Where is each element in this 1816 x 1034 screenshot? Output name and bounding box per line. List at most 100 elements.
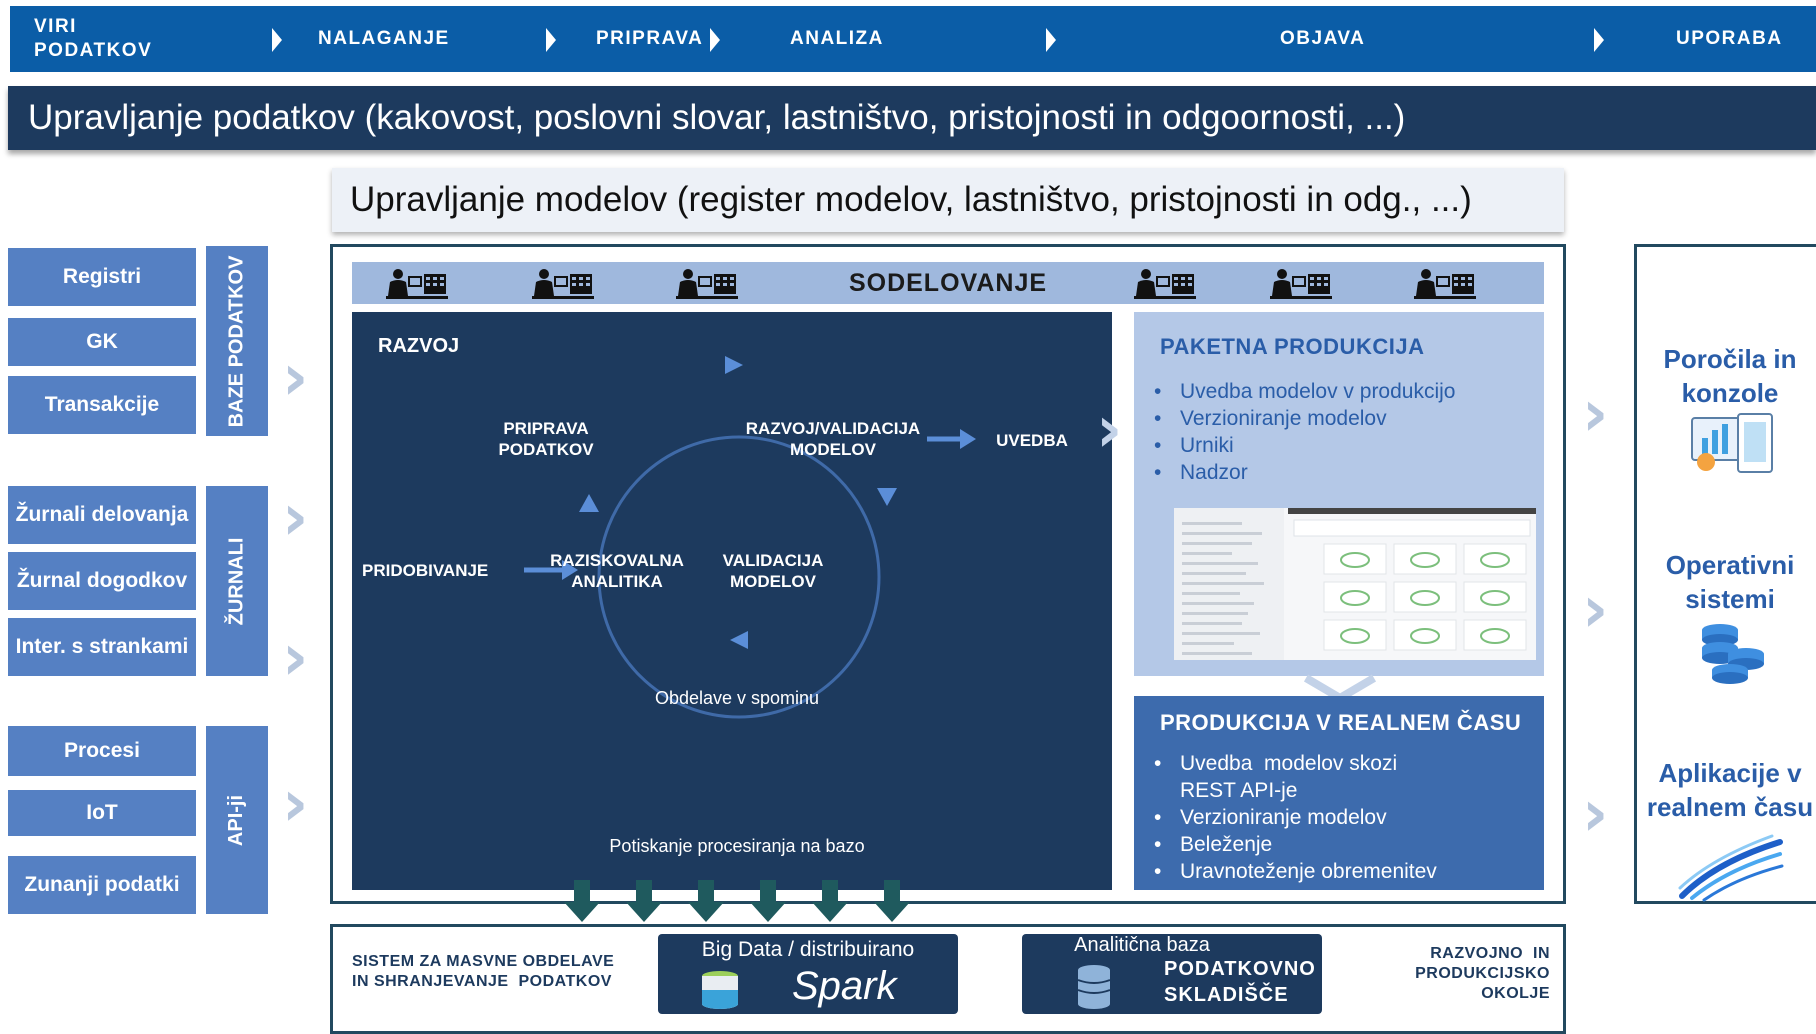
database-icon [1702, 624, 1764, 684]
batch-production-panel: PAKETNA PRODUKCIJA Uvedba modelov v prod… [1134, 312, 1544, 676]
workstation-icon [1134, 269, 1196, 299]
database-icon [1077, 965, 1111, 1009]
dashboard-icon [1691, 413, 1773, 473]
list-item: Verzioniranje modelov [1154, 804, 1437, 831]
step-model-development: RAZVOJ/VALIDACIJA MODELOV [745, 419, 921, 459]
source-external-data: Zunanji podatki [8, 856, 196, 914]
in-memory-processing-note: Obdelave v spominu [654, 688, 820, 708]
environment-label: RAZVOJNO IN PRODUKCIJSKO OKOLJE [1415, 945, 1550, 1002]
development-panel: RAZVOJ PRIPRAVA PODATKOV RAZVOJ/VALIDACI… [352, 312, 1112, 890]
group-label-apis: API-ji [206, 726, 268, 914]
list-item: Uvedba modelov skozi REST API-je [1154, 750, 1437, 804]
arrow-icon [877, 488, 897, 506]
step-model-validation: VALIDACIJA MODELOV [722, 551, 824, 591]
output-reports: Poročila in konzole [1663, 344, 1797, 408]
arrow-down-icon [564, 880, 600, 922]
arrow-icon [562, 560, 578, 580]
list-item: Verzioniranje modelov [1154, 405, 1455, 432]
development-title: RAZVOJ [378, 335, 460, 357]
flow-chevron-icon: › [282, 341, 309, 415]
stage-publication: OBJAVA [1280, 28, 1366, 49]
stage-sources: VIRI PODATKOV [34, 16, 153, 61]
development-cycle-diagram [524, 356, 976, 719]
data-governance-banner: Upravljanje podatkov (kakovost, poslovni… [8, 86, 1816, 150]
step-deployment: UVEDBA [996, 431, 1068, 450]
batch-production-title: PAKETNA PRODUKCIJA [1160, 334, 1425, 359]
stage-usage: UPORABA [1676, 28, 1783, 49]
flow-chevron-icon: › [282, 767, 309, 841]
output-operational-systems: Operativni sistemi [1665, 550, 1795, 614]
workstation-icon [1270, 269, 1332, 299]
model-governance-banner: Upravljanje modelov (register modelov, l… [332, 168, 1564, 232]
warehouse-label: PODATKOVNO SKLADIŠČE [1164, 958, 1316, 1006]
realtime-production-list: Uvedba modelov skozi REST API-je Verzion… [1154, 750, 1437, 885]
source-operation-logs: Žurnali delovanja [8, 486, 196, 544]
deployment-chevron-icon: › [1096, 393, 1123, 467]
arrow-down-icon [812, 880, 848, 922]
source-customer-interactions: Inter. s strankami [8, 618, 196, 676]
flow-chevron-icon: › [282, 481, 309, 555]
analytics-platform-frame [330, 244, 1566, 904]
chevron-right-icon [546, 28, 556, 52]
big-data-box: Big Data / distribuirano Spark [658, 934, 958, 1014]
source-processes: Procesi [8, 726, 196, 776]
arrow-icon [960, 429, 976, 449]
list-item: Uvedba modelov v produkcijo [1154, 378, 1456, 405]
arrow-down-icon [688, 880, 724, 922]
source-event-log: Žurnal dogodkov [8, 552, 196, 610]
chevron-right-icon [710, 28, 720, 52]
big-data-label: Big Data / distribuirano [701, 938, 915, 961]
step-acquisition: PRIDOBIVANJE [362, 561, 489, 580]
spark-logo: Spark [792, 964, 897, 1008]
workstation-icon [676, 269, 738, 299]
workstation-icon [386, 269, 448, 299]
source-gk: GK [8, 318, 196, 366]
stage-loading: NALAGANJE [318, 28, 450, 49]
list-item: Nadzor [1154, 459, 1455, 486]
chevron-right-icon [272, 28, 282, 52]
arrow-icon [725, 356, 743, 374]
arrow-down-icon [874, 880, 910, 922]
collaboration-strip: SODELOVANJE [352, 262, 1544, 304]
chevron-right-icon [1594, 28, 1604, 52]
chevron-right-icon [1046, 28, 1056, 52]
storage-system-label: SISTEM ZA MASVNE OBDELAVE IN SHRANJEVANJ… [352, 953, 615, 990]
output-realtime-apps: Aplikacije v realnem času [1646, 758, 1814, 822]
database-icon [702, 971, 738, 1009]
source-transactions: Transakcije [8, 376, 196, 434]
list-item: Beleženje [1154, 831, 1437, 858]
workstation-icon [532, 269, 594, 299]
arrow-icon [579, 494, 599, 512]
group-label-databases: BAZE PODATKOV [206, 246, 268, 436]
arrow-down-icon [750, 880, 786, 922]
step-exploratory-analytics: RAZISKOVALNA ANALITIKA [550, 551, 684, 591]
stage-preparation: PRIPRAVA [596, 28, 704, 49]
arrow-down-icon [626, 880, 662, 922]
collaboration-icons [386, 269, 1476, 299]
step-data-preparation: PRIPRAVA PODATKOV [498, 419, 594, 459]
list-item: Uravnoteženje obremenitev [1154, 858, 1437, 885]
flow-chevron-icon: › [1582, 777, 1609, 851]
collaboration-label: SODELOVANJE [848, 268, 1048, 297]
realtime-production-title: PRODUKCIJA V REALNEM ČASU [1160, 710, 1522, 735]
analytic-db-label: Analitična baza [1074, 934, 1210, 956]
flow-chevron-icon: › [1582, 377, 1609, 451]
pipeline-bar: VIRI PODATKOV NALAGANJE PRIPRAVA ANALIZA… [10, 6, 1816, 72]
batch-production-list: Uvedba modelov v produkcijo Verzioniranj… [1154, 378, 1456, 486]
stage-analysis: ANALIZA [790, 28, 884, 49]
realtime-production-panel: PRODUKCIJA V REALNEM ČASU Uvedba modelov… [1134, 696, 1544, 890]
pushdown-processing-note: Potiskanje procesiranja na bazo [609, 836, 865, 856]
arrow-icon [730, 631, 748, 649]
workstation-icon [1414, 269, 1476, 299]
group-label-journals: ŽURNALI [206, 486, 268, 676]
list-item: Urniki [1154, 432, 1455, 459]
data-warehouse-box: Analitična baza PODATKOVNO SKLADIŠČE [1022, 934, 1322, 1014]
speed-streaks-icon [1678, 834, 1784, 902]
source-registers: Registri [8, 248, 196, 306]
flow-chevron-icon: › [282, 621, 309, 695]
dashboard-screenshot-thumbnail [1174, 508, 1536, 660]
pushdown-arrows [564, 880, 910, 922]
gauge-grid [1323, 543, 1527, 651]
cycle-ring [597, 435, 881, 719]
source-iot: IoT [8, 790, 196, 836]
